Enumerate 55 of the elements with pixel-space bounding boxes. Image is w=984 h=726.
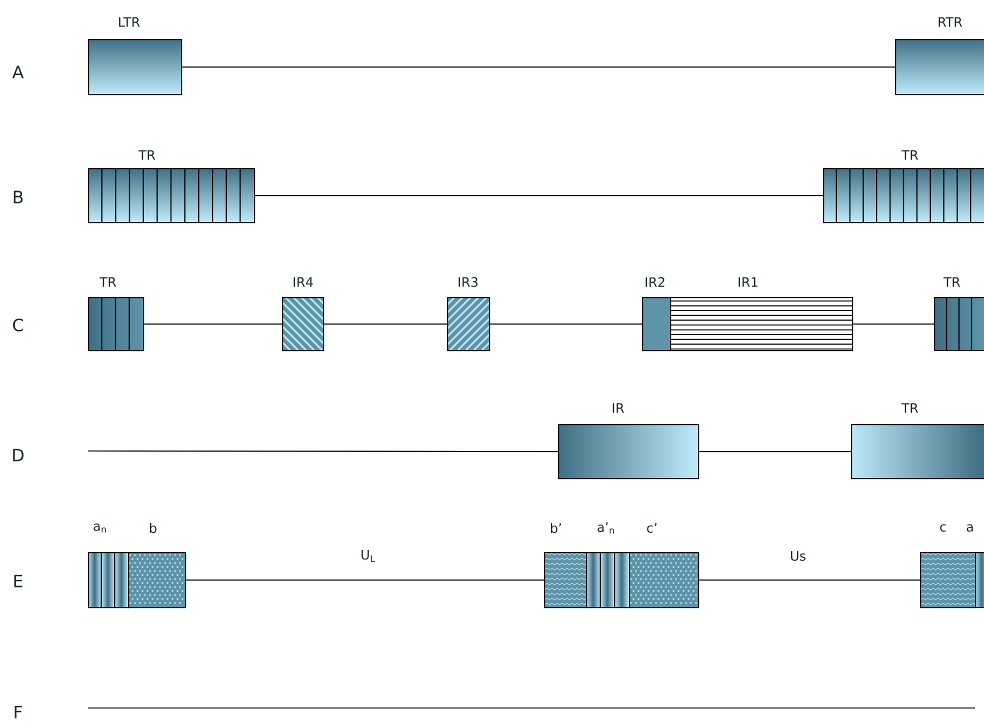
genome-line — [853, 324, 934, 325]
row-letter: E — [14, 574, 22, 588]
genome-line — [490, 324, 642, 325]
region-box: LTR — [88, 17, 182, 96]
region-box: IR4 — [282, 277, 324, 352]
node-label: IR — [612, 403, 624, 413]
row-letter: B — [14, 190, 23, 204]
row-letter: D — [13, 448, 24, 462]
region-box: c’ — [629, 523, 700, 608]
region-box: IR2 — [642, 277, 672, 352]
genome-line — [324, 324, 447, 325]
genome-line — [255, 195, 824, 196]
region-box: a — [966, 524, 984, 608]
edge-label: U$_{L}$ — [359, 549, 377, 563]
node-label: b — [150, 522, 156, 534]
node-label: IR4 — [294, 277, 313, 287]
node-label: IR1 — [738, 277, 758, 287]
row-letter: F — [14, 706, 22, 718]
region-box: b — [128, 522, 186, 608]
node-label: a — [966, 524, 973, 532]
node-label: TR — [99, 277, 116, 287]
node-label: TR — [138, 150, 156, 160]
region-box: IR — [558, 403, 700, 480]
genome-line — [182, 66, 895, 68]
region-box: TR — [934, 277, 984, 352]
node-label: IR2 — [646, 277, 664, 287]
region-box: TR — [88, 277, 144, 352]
region-box: TR — [851, 403, 984, 480]
genome-line — [699, 451, 851, 452]
genome-line — [88, 450, 558, 452]
genome-line — [699, 580, 920, 581]
node-label: TR — [901, 403, 918, 413]
genome-line — [186, 580, 544, 581]
node-label: LTR — [119, 17, 140, 27]
region-box: b’ — [544, 522, 588, 608]
node-label: a’$_{n}$ — [598, 522, 614, 534]
node-label: TR — [901, 150, 918, 160]
region-box: a’$_{n}$ — [586, 522, 630, 608]
region-box: a$_{n}$ — [88, 523, 130, 608]
region-box: RTR — [895, 17, 984, 96]
node-label: TR — [943, 277, 960, 287]
node-label: a$_{n}$ — [94, 523, 106, 533]
edge-label: Us — [788, 550, 808, 562]
node-label: IR3 — [458, 277, 478, 287]
node-label: b’ — [550, 522, 562, 534]
node-label: RTR — [938, 17, 962, 27]
region-box: IR3 — [447, 277, 490, 352]
region-box: IR1 — [670, 277, 854, 352]
region-box: TR — [823, 150, 984, 224]
node-label: c’ — [647, 523, 657, 533]
row-letter: A — [12, 66, 24, 78]
genome-line — [144, 324, 282, 325]
node-label: c — [940, 524, 946, 532]
row-letter: C — [13, 318, 24, 332]
region-box: TR — [88, 150, 256, 224]
